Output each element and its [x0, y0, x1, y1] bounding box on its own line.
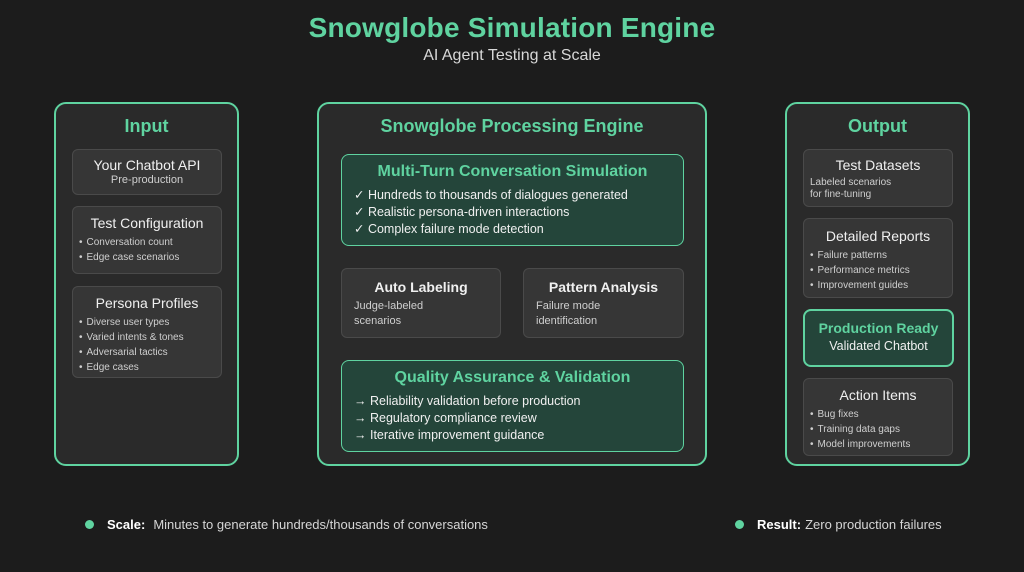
auto-labeling-title: Auto Labeling	[374, 279, 468, 295]
chatbot-api-card: Your Chatbot API Pre-production	[72, 149, 222, 195]
test-configuration-card: Test Configuration Conversation count Ed…	[72, 206, 222, 274]
list-item: Bug fixes	[810, 407, 952, 422]
test-datasets-desc-line: Labeled scenarios	[810, 177, 892, 188]
pattern-analysis-card: Pattern Analysis Failure mode identifica…	[523, 268, 684, 338]
list-item: Model improvements	[810, 437, 952, 452]
persona-profiles-card: Persona Profiles Diverse user types Vari…	[72, 286, 222, 378]
scale-text: Minutes to generate hundreds/thousands o…	[153, 517, 488, 532]
pattern-analysis-desc-line: Failure mode	[536, 300, 601, 312]
list-item: ✓ Complex failure mode detection	[354, 222, 544, 236]
detailed-reports-title: Detailed Reports	[825, 228, 931, 244]
production-ready-sub: Validated Chatbot	[829, 339, 928, 353]
test-datasets-card: Test Datasets Labeled scenarios for fine…	[803, 149, 953, 207]
test-configuration-list: Conversation count Edge case scenarios	[73, 235, 221, 265]
production-ready-card: Production Ready Validated Chatbot	[803, 309, 954, 367]
list-item: Improvement guides	[810, 278, 952, 293]
list-item: ✓ Realistic persona-driven interactions	[354, 205, 570, 219]
list-item: Conversation count	[79, 235, 221, 250]
test-datasets-desc-line: for fine-tuning	[810, 189, 872, 200]
simulation-list: ✓ Hundreds to thousands of dialogues gen…	[342, 187, 683, 238]
chatbot-api-sub: Pre-production	[110, 174, 184, 186]
page-title: Snowglobe Simulation Engine	[308, 12, 716, 43]
chatbot-api-title: Your Chatbot API	[93, 157, 201, 173]
result-text: Zero production failures	[805, 517, 942, 532]
list-item: Performance metrics	[810, 263, 952, 278]
action-items-card: Action Items Bug fixes Training data gap…	[803, 378, 953, 456]
qa-list: → Reliability validation before producti…	[342, 393, 683, 444]
auto-labeling-card: Auto Labeling Judge-labeled scenarios	[341, 268, 501, 338]
list-item: Varied intents & tones	[79, 330, 221, 345]
bullet-dot-icon	[85, 520, 94, 529]
action-items-list: Bug fixes Training data gaps Model impro…	[804, 407, 952, 452]
list-item: Diverse user types	[79, 315, 221, 330]
test-configuration-title: Test Configuration	[90, 215, 204, 231]
persona-profiles-title: Persona Profiles	[95, 295, 199, 311]
list-item: ✓ Hundreds to thousands of dialogues gen…	[354, 188, 628, 202]
pattern-analysis-title: Pattern Analysis	[548, 279, 659, 295]
list-item: Failure patterns	[810, 248, 952, 263]
input-panel: Input Your Chatbot API Pre-production Te…	[54, 102, 239, 466]
detailed-reports-list: Failure patterns Performance metrics Imp…	[804, 248, 952, 293]
list-item: Edge case scenarios	[79, 250, 221, 265]
action-items-title: Action Items	[839, 387, 917, 403]
detailed-reports-card: Detailed Reports Failure patterns Perfor…	[803, 218, 953, 298]
input-panel-title: Input	[124, 116, 169, 136]
list-item: → Iterative improvement guidance	[354, 428, 545, 442]
list-item: Training data gaps	[810, 422, 952, 437]
pattern-analysis-desc-line: identification	[536, 315, 598, 327]
auto-labeling-desc-line: Judge-labeled	[354, 300, 424, 312]
scale-label: Scale:	[107, 517, 146, 532]
page-subtitle: AI Agent Testing at Scale	[423, 47, 601, 64]
result-label: Result:	[757, 517, 802, 532]
production-ready-title: Production Ready	[818, 320, 939, 336]
list-item: Edge cases	[79, 360, 221, 375]
list-item: → Reliability validation before producti…	[354, 394, 581, 408]
footer-scale: Scale: Minutes to generate hundreds/thou…	[85, 517, 488, 532]
simulation-box: Multi-Turn Conversation Simulation ✓ Hun…	[341, 154, 684, 246]
simulation-title: Multi-Turn Conversation Simulation	[377, 163, 648, 180]
test-datasets-desc: Labeled scenarios for fine-tuning	[804, 177, 952, 201]
engine-panel-title: Snowglobe Processing Engine	[380, 116, 644, 136]
engine-panel: Snowglobe Processing Engine Multi-Turn C…	[317, 102, 707, 466]
list-item: → Regulatory compliance review	[354, 411, 537, 425]
auto-labeling-desc-line: scenarios	[354, 315, 402, 327]
footer-result: Result: Zero production failures	[735, 517, 942, 532]
output-panel: Output Test Datasets Labeled scenarios f…	[785, 102, 970, 466]
bullet-dot-icon	[735, 520, 744, 529]
output-panel-title: Output	[848, 116, 907, 136]
qa-title: Quality Assurance & Validation	[394, 369, 631, 386]
list-item: Adversarial tactics	[79, 345, 221, 360]
persona-profiles-list: Diverse user types Varied intents & tone…	[73, 315, 221, 375]
qa-box: Quality Assurance & Validation → Reliabi…	[341, 360, 684, 452]
test-datasets-title: Test Datasets	[835, 157, 921, 173]
